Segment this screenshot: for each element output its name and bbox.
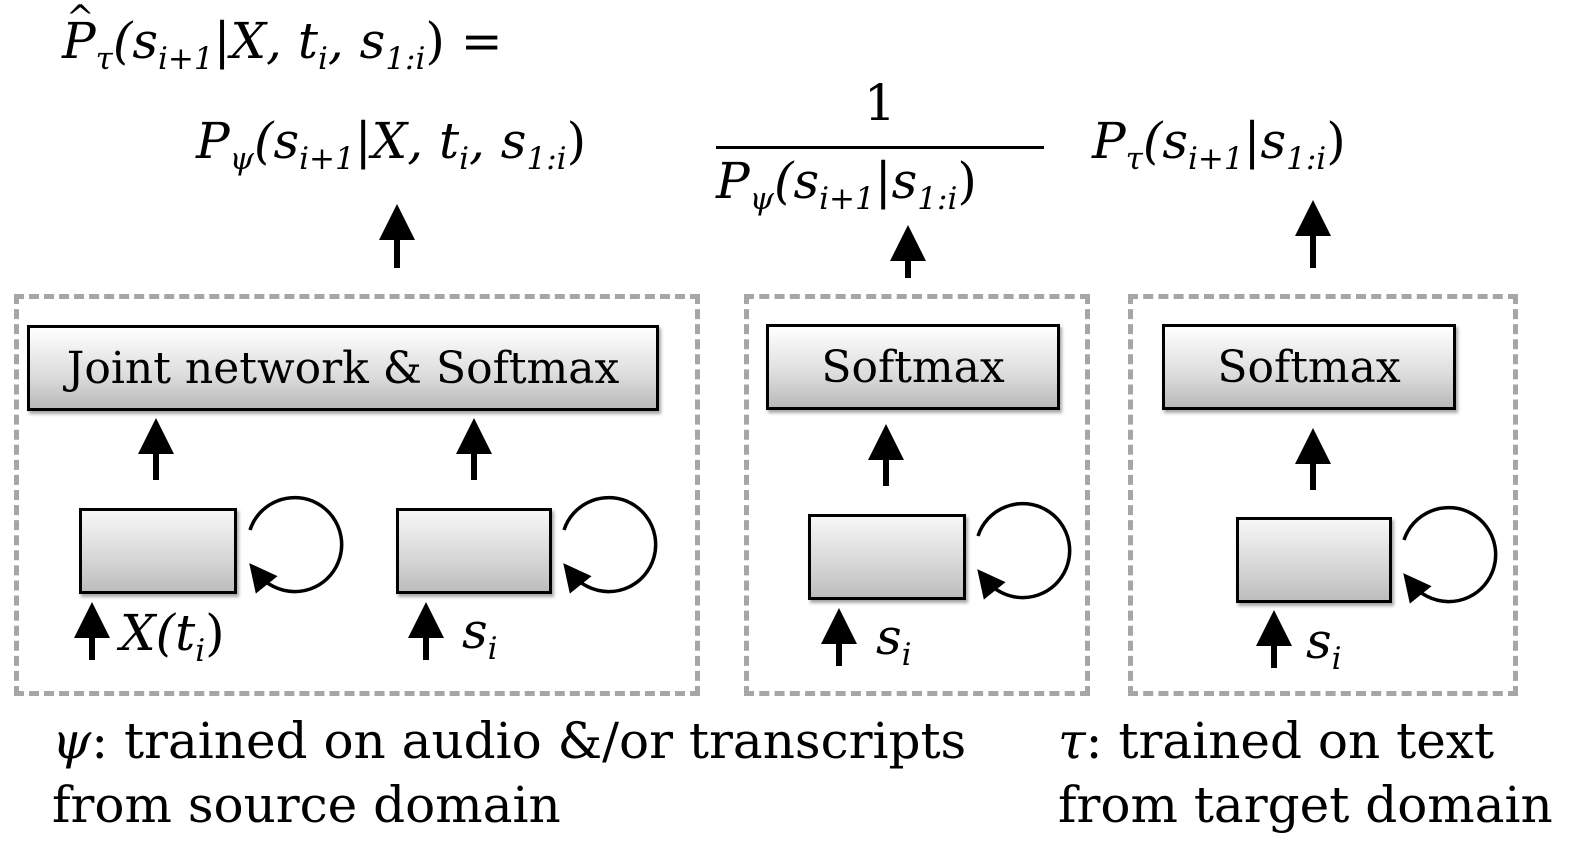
right-open: (s (1142, 112, 1188, 170)
left-p: P (196, 112, 230, 170)
psi-caption-line2: from source domain (52, 776, 561, 834)
encoder-cell (79, 508, 237, 594)
x-close: ) (205, 604, 225, 662)
right-term: Pτ(si+1|s1:i) (1092, 112, 1346, 177)
frac-s2-subscript: 1:i (917, 180, 958, 217)
left-mid: |X, t (354, 112, 460, 170)
lhs-t-subscript: i (317, 40, 328, 77)
tau-lm-group (1128, 294, 1518, 696)
tau-lm-input-label: si (1306, 612, 1342, 677)
lhs-bar: |X, t (213, 12, 318, 70)
s-subscript: i (487, 630, 498, 667)
right-close: ) (1326, 112, 1346, 170)
lhs-comma: , s (327, 12, 386, 70)
left-p-subscript: ψ (229, 140, 254, 177)
frac-p-subscript: ψ (749, 180, 774, 217)
frac-open: (s (773, 152, 820, 210)
left-s-subscript: i+1 (299, 140, 355, 177)
right-s-subscript: i+1 (1187, 140, 1244, 177)
left-term: Pψ(si+1|X, ti, s1:i) (196, 112, 586, 177)
psi-caption-line1: ψ: trained on audio &/or transcripts (52, 712, 966, 770)
tau-text-line2: from target domain (1058, 776, 1553, 834)
frac-p: P (716, 152, 750, 210)
joint-network-label: Joint network & Softmax (66, 342, 620, 394)
joint-network-softmax-block: Joint network & Softmax (27, 325, 659, 411)
left-comma: , s (469, 112, 527, 170)
psi-text-line2: from source domain (52, 776, 561, 834)
lhs-equation: P ^ τ(si+1|X, ti, s1:i) = (62, 0, 503, 77)
fraction-bar (716, 146, 1044, 149)
tau-symbol: τ (1058, 712, 1086, 770)
fraction-denominator: Pψ(si+1|s1:i) (716, 152, 977, 217)
tau-lm-cell (1236, 517, 1392, 603)
lhs-s2-subscript: 1:i (385, 40, 426, 77)
s-subscript-right: i (1331, 640, 1342, 677)
right-s2-subscript: 1:i (1286, 140, 1327, 177)
psi-lm-group (744, 294, 1090, 696)
prediction-input-label: si (462, 602, 498, 667)
right-p: P (1092, 112, 1126, 170)
lhs-s-subscript: i+1 (157, 40, 214, 77)
tau-caption-line1: τ: trained on text (1058, 712, 1494, 770)
left-open: (s (253, 112, 300, 170)
encoder-input-label: X(ti) (120, 604, 225, 669)
lhs-p-symbol: P (62, 12, 96, 70)
left-s2-subscript: 1:i (526, 140, 567, 177)
hat-accent: ^ (66, 0, 95, 38)
lhs-close: ) = (425, 12, 503, 70)
s-label-right: s (1306, 612, 1332, 670)
tau-caption-line2: from target domain (1058, 776, 1553, 834)
s-label: s (462, 602, 488, 660)
right-p-subscript: τ (1125, 140, 1143, 177)
psi-lm-input-label: si (876, 608, 912, 673)
softmax-block-right: Softmax (1162, 324, 1456, 410)
s-subscript-mid: i (901, 636, 912, 673)
x-subscript: i (195, 632, 206, 669)
softmax-block-middle: Softmax (766, 324, 1060, 410)
psi-text-line1: : trained on audio &/or transcripts (91, 712, 967, 770)
psi-model-group (14, 294, 700, 696)
psi-symbol: ψ (52, 712, 92, 770)
frac-mid: |s (874, 152, 918, 210)
fraction-numerator: 1 (864, 74, 896, 132)
right-mid: |s (1243, 112, 1287, 170)
left-close: ) (566, 112, 587, 170)
prediction-network-cell (396, 508, 552, 594)
x-label: X(t (120, 604, 196, 662)
left-t-subscript: i (459, 140, 470, 177)
s-label-mid: s (876, 608, 902, 666)
softmax-right-label: Softmax (1217, 341, 1401, 393)
lhs-p-subscript: τ (95, 40, 113, 77)
softmax-middle-label: Softmax (821, 341, 1005, 393)
tau-text-line1: : trained on text (1085, 712, 1495, 770)
psi-lm-cell (808, 514, 966, 600)
frac-close: ) (957, 152, 977, 210)
frac-s-subscript: i+1 (819, 180, 875, 217)
lhs-open: (s (112, 12, 158, 70)
